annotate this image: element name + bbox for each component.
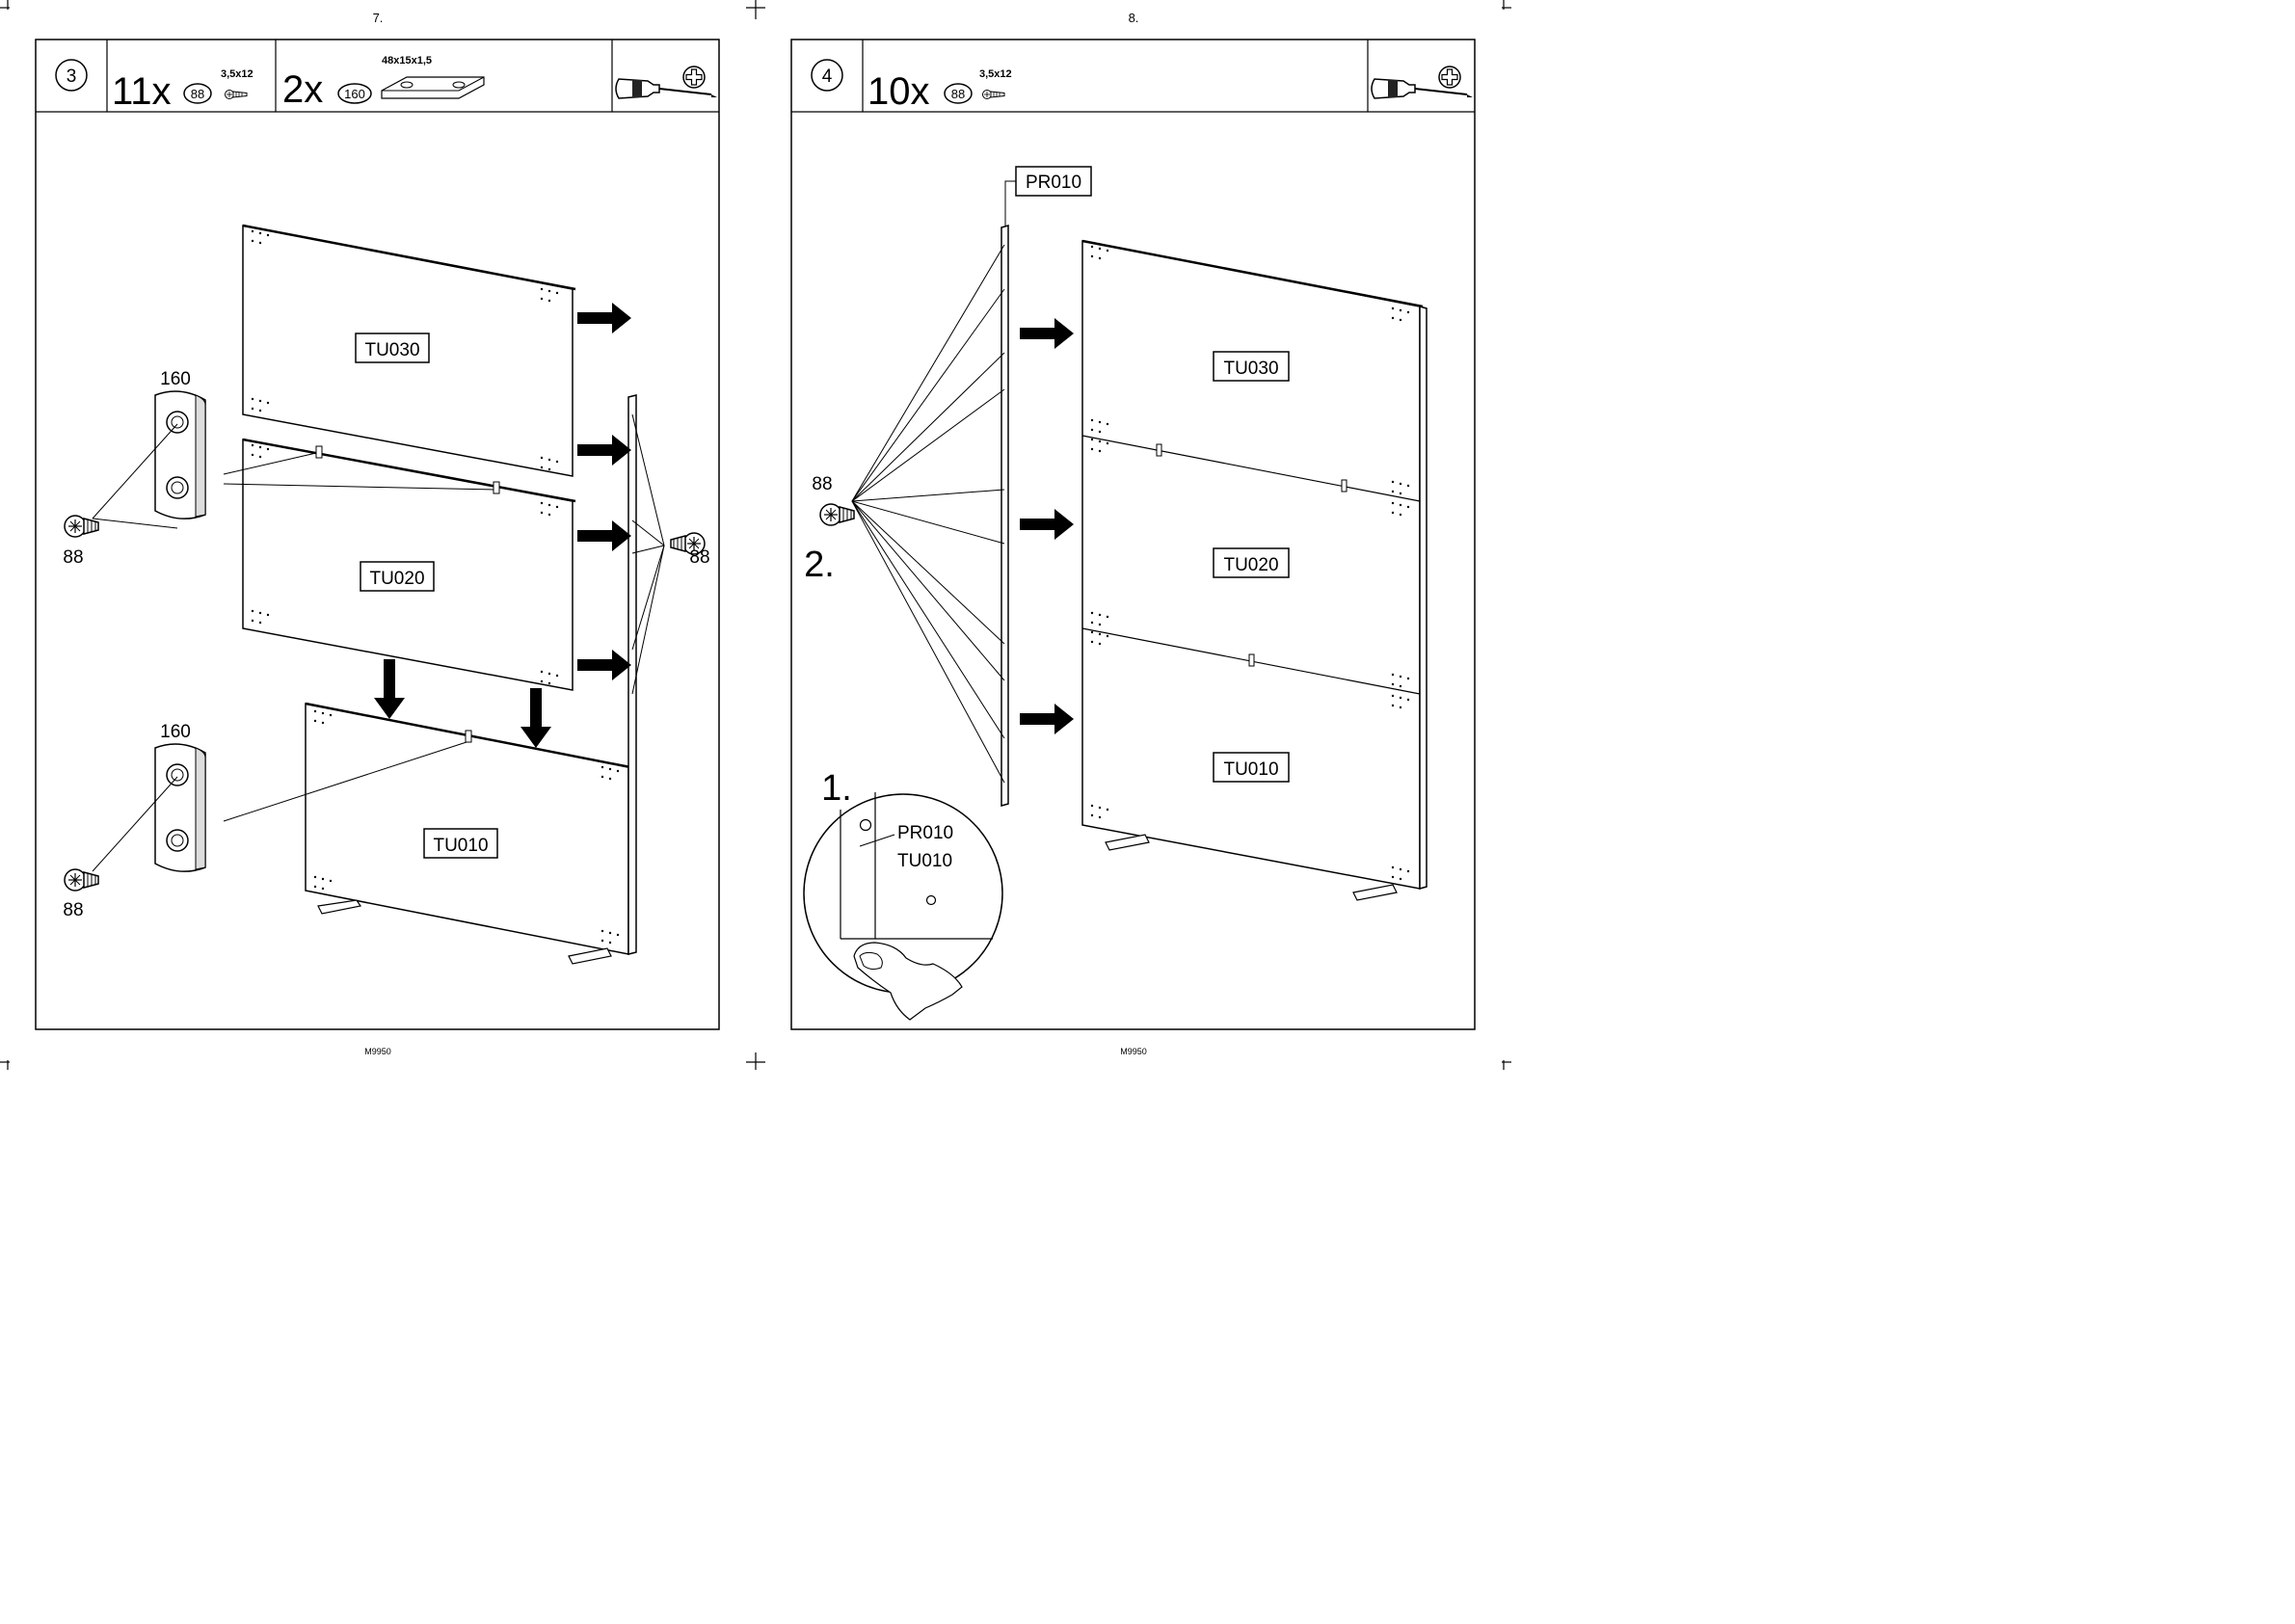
panel-label: TU030 — [364, 340, 419, 360]
screw-icon — [983, 91, 1005, 99]
panel-tu030: TU030 — [243, 226, 575, 476]
page-number: 8. — [1129, 11, 1139, 25]
profile-rail — [1001, 226, 1008, 806]
footer-code: M9950 — [1120, 1047, 1147, 1056]
screw-icon — [820, 504, 854, 525]
panel-label: TU010 — [1223, 759, 1278, 780]
screw-detail-right: 88 — [671, 533, 710, 568]
screw-fan — [852, 245, 1004, 783]
footer-code: M9950 — [364, 1047, 391, 1056]
connector-plate-icon — [382, 77, 484, 98]
panel-label: TU030 — [1223, 359, 1278, 379]
screw-icon — [65, 869, 98, 891]
profile-label-text: PR010 — [1026, 173, 1081, 193]
part-qty: 11x — [112, 70, 172, 113]
screw-icon — [226, 91, 248, 99]
assembly-sheet: 7. M9950 3 11x 88 3,5x12 2x 160 48x15x1,… — [0, 0, 1511, 1070]
callout-label: 160 — [160, 722, 191, 742]
part-spec: 48x15x1,5 — [382, 55, 432, 67]
callout-label: 88 — [63, 547, 83, 568]
panel-label: TU020 — [369, 569, 424, 589]
callout-label: 88 — [63, 900, 83, 920]
panel-tu020: TU020 — [243, 439, 575, 690]
step-number: 4 — [822, 67, 833, 87]
phillips-head-icon — [1439, 67, 1460, 88]
profile-label: PR010 — [1005, 167, 1091, 226]
callout-label: 160 — [160, 369, 191, 389]
callout-label: 88 — [689, 547, 709, 568]
page-number: 7. — [373, 11, 384, 25]
part-spec: 3,5x12 — [979, 68, 1012, 80]
panel-tu010: TU010 — [306, 704, 630, 964]
panel-label: TU020 — [1223, 555, 1278, 575]
panel-label: TU010 — [433, 836, 488, 856]
detail-magnifier: 1. PR010 TU010 — [804, 768, 1002, 1020]
part-spec: 3,5x12 — [221, 68, 254, 80]
page-8: 8. M9950 4 10x 88 3,5x12 PR010 — [791, 11, 1475, 1056]
detail-label: TU010 — [897, 851, 952, 871]
substep-label: 1. — [821, 768, 852, 809]
callout-label: 88 — [812, 474, 832, 494]
detail-label: PR010 — [897, 823, 953, 843]
page-7: 7. M9950 3 11x 88 3,5x12 2x 160 48x15x1,… — [36, 11, 719, 1056]
direction-arrows — [1020, 318, 1074, 734]
phillips-head-icon — [683, 67, 705, 88]
part-id: 88 — [951, 87, 965, 101]
part-qty: 2x — [282, 68, 323, 111]
substep-label: 2. — [804, 545, 835, 585]
part-id: 88 — [191, 87, 204, 101]
assembled-wall: TU030 TU020 TU010 — [1082, 241, 1427, 900]
profile-rail — [628, 395, 664, 954]
step-number: 3 — [67, 67, 77, 87]
part-qty: 10x — [867, 70, 930, 113]
part-id: 160 — [344, 87, 365, 101]
